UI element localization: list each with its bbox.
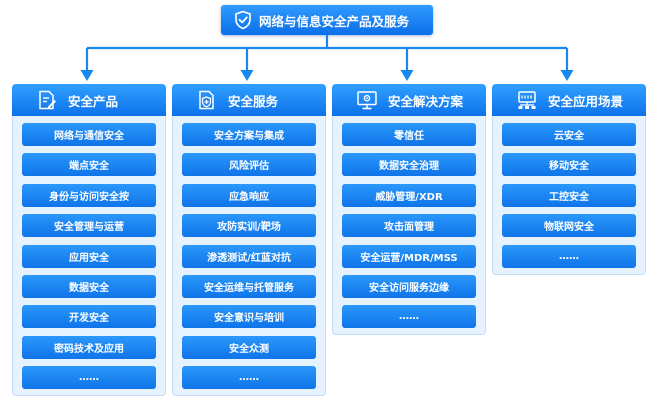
list-item: 开发安全 — [22, 305, 156, 329]
monitor-gear-icon — [356, 89, 378, 111]
list-item: 攻击面管理 — [342, 214, 476, 238]
list-item: 密码技术及应用 — [22, 335, 156, 359]
list-item: 安全众测 — [182, 335, 316, 359]
network-devices-icon — [516, 89, 538, 111]
list-item: 安全管理与运营 — [22, 214, 156, 238]
column-title: 安全产品 — [68, 93, 119, 109]
column-security-products: 安全产品 网络与通信安全 端点安全 身份与访问安全按 安全管理与运营 应用安全 … — [12, 84, 166, 397]
column-header: 安全应用场景 — [492, 84, 646, 116]
list-item: 网络与通信安全 — [22, 123, 156, 146]
list-item: 端点安全 — [22, 153, 156, 177]
list-item: 渗透测试/红蓝对抗 — [182, 244, 316, 268]
column-title: 安全解决方案 — [388, 93, 464, 109]
list-item: 安全访问服务边缘 — [342, 274, 476, 298]
list-item: …… — [182, 366, 316, 390]
list-item: 攻防实训/靶场 — [182, 214, 316, 238]
root-title: 网络与信息安全产品及服务 — [259, 13, 410, 29]
connector-lines — [80, 35, 574, 81]
list-item: 威胁管理/XDR — [342, 183, 476, 207]
list-item: 身份与访问安全按 — [22, 183, 156, 207]
list-item: 云安全 — [502, 123, 636, 146]
shield-check-icon — [233, 10, 253, 30]
column-security-scenarios: 安全应用场景 云安全 移动安全 工控安全 物联网安全 …… — [492, 84, 646, 275]
list-item: 安全方案与集成 — [182, 123, 316, 146]
list-item: 零信任 — [342, 123, 476, 146]
column-title: 安全服务 — [228, 93, 279, 109]
column-title: 安全应用场景 — [548, 93, 624, 109]
list-item: …… — [342, 305, 476, 329]
list-item: 物联网安全 — [502, 214, 636, 238]
column-header: 安全解决方案 — [332, 84, 486, 116]
list-item: 风险评估 — [182, 153, 316, 177]
list-item: 工控安全 — [502, 183, 636, 207]
list-item: 数据安全治理 — [342, 153, 476, 177]
column-security-services: 安全服务 安全方案与集成 风险评估 应急响应 攻防实训/靶场 渗透测试/红蓝对抗… — [172, 84, 326, 397]
document-pen-icon — [36, 89, 58, 111]
list-item: 安全运维与托管服务 — [182, 274, 316, 298]
column-security-solutions: 安全解决方案 零信任 数据安全治理 威胁管理/XDR 攻击面管理 安全运营/MD… — [332, 84, 486, 336]
list-item: 安全意识与培训 — [182, 305, 316, 329]
root-node: 网络与信息安全产品及服务 — [221, 5, 433, 35]
column-header: 安全服务 — [172, 84, 326, 116]
list-item: 移动安全 — [502, 153, 636, 177]
document-shield-icon — [196, 89, 218, 111]
list-item: …… — [22, 366, 156, 390]
column-header: 安全产品 — [12, 84, 166, 116]
list-item: 安全运营/MDR/MSS — [342, 244, 476, 268]
list-item: 应急响应 — [182, 183, 316, 207]
list-item: 数据安全 — [22, 274, 156, 298]
list-item: …… — [502, 244, 636, 268]
list-item: 应用安全 — [22, 244, 156, 268]
